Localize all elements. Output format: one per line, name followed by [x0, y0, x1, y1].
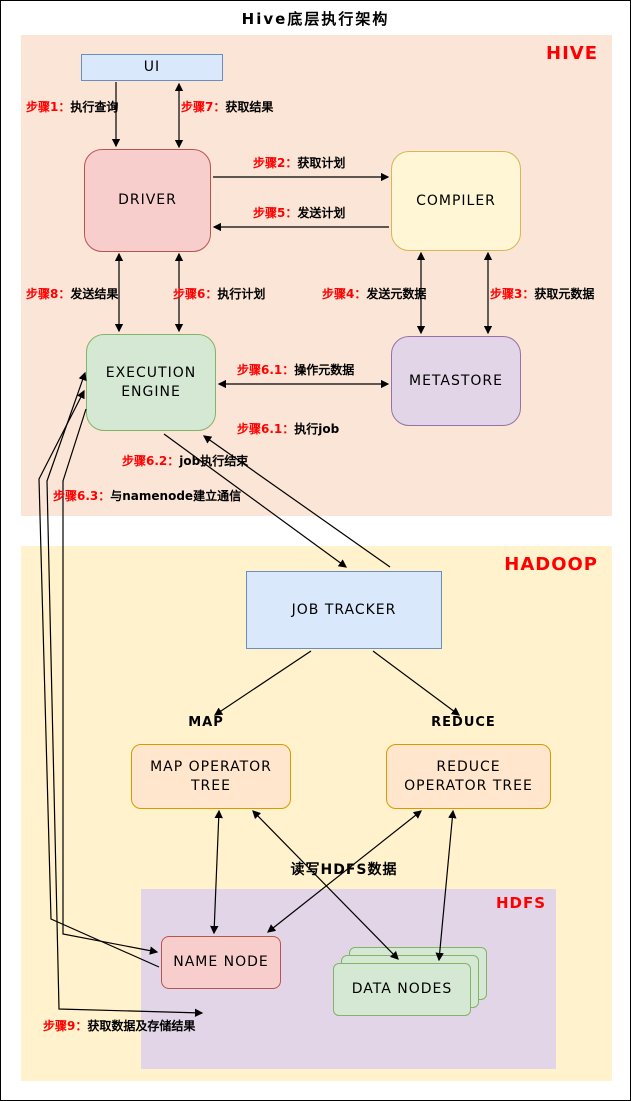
node-data-nodes: DATA NODES	[333, 963, 471, 1016]
label-map: MAP	[188, 715, 224, 730]
step-6-1-metadata-label: 步骤6.1：操作元数据	[237, 361, 354, 378]
node-compiler: COMPILER	[391, 151, 521, 251]
step-4-prefix: 步骤4：	[322, 287, 367, 301]
step-6-3-text: 与namenode建立通信	[110, 489, 242, 503]
region-hive-label: HIVE	[546, 43, 598, 64]
step-6-2-text: job执行结束	[179, 454, 249, 468]
node-metastore-label: METASTORE	[409, 372, 503, 389]
step-6-1-job-label: 步骤6.1：执行job	[237, 420, 339, 437]
step-3-label: 步骤3：获取元数据	[490, 285, 594, 302]
step-5-prefix: 步骤5：	[253, 206, 298, 220]
step-6-label: 步骤6：执行计划	[173, 285, 265, 302]
step-2-label: 步骤2：获取计划	[253, 154, 345, 171]
step-6-1-job-text: 执行job	[294, 422, 340, 436]
node-compiler-label: COMPILER	[416, 192, 496, 209]
step-7-label: 步骤7：获取结果	[181, 98, 273, 115]
node-metastore: METASTORE	[391, 336, 521, 426]
region-hadoop-label: HADOOP	[504, 554, 598, 575]
step-8-text: 发送结果	[70, 287, 119, 301]
step-1-text: 执行查询	[70, 100, 119, 114]
step-9-text: 获取数据及存储结果	[87, 1019, 196, 1033]
step-2-text: 获取计划	[297, 156, 346, 170]
node-ui-label: UI	[143, 59, 161, 76]
node-map-operator-tree-label: MAP OPERATOR TREE	[150, 758, 272, 794]
node-data-nodes-label: DATA NODES	[351, 981, 453, 998]
node-reduce-operator-tree-label: REDUCE OPERATOR TREE	[404, 758, 533, 794]
step-6-2-prefix: 步骤6.2：	[122, 454, 180, 468]
node-driver-label: DRIVER	[118, 192, 177, 209]
step-9-prefix: 步骤9：	[43, 1019, 88, 1033]
step-6-2-label: 步骤6.2：job执行结束	[122, 452, 248, 469]
step-2-prefix: 步骤2：	[253, 156, 298, 170]
step-4-label: 步骤4：发送元数据	[322, 285, 426, 302]
node-job-tracker-label: JOB TRACKER	[291, 601, 397, 618]
step-9-label: 步骤9：获取数据及存储结果	[43, 1017, 195, 1034]
node-reduce-operator-tree: REDUCE OPERATOR TREE	[386, 744, 551, 809]
step-4-text: 发送元数据	[366, 287, 427, 301]
step-8-prefix: 步骤8：	[26, 287, 71, 301]
step-1-prefix: 步骤1：	[26, 100, 71, 114]
step-1-label: 步骤1：执行查询	[26, 98, 118, 115]
region-hdfs-label: HDFS	[495, 894, 546, 912]
step-6-1-metadata-prefix: 步骤6.1：	[237, 363, 295, 377]
step-6-prefix: 步骤6：	[173, 287, 218, 301]
diagram-title: Hive底层执行架构	[241, 10, 390, 28]
node-map-operator-tree: MAP OPERATOR TREE	[131, 744, 291, 809]
step-6-3-prefix: 步骤6.3：	[53, 489, 111, 503]
step-6-1-job-prefix: 步骤6.1：	[237, 422, 295, 436]
step-7-text: 获取结果	[225, 100, 274, 114]
step-7-prefix: 步骤7：	[181, 100, 226, 114]
label-reduce: REDUCE	[431, 715, 496, 730]
node-execution-engine: EXECUTION ENGINE	[86, 334, 216, 431]
step-8-label: 步骤8：发送结果	[26, 285, 118, 302]
node-name-node-label: NAME NODE	[173, 954, 269, 971]
node-ui: UI	[81, 54, 223, 81]
step-5-label: 步骤5：发送计划	[253, 204, 345, 221]
node-driver: DRIVER	[84, 149, 211, 252]
step-6-1-metadata-text: 操作元数据	[294, 363, 355, 377]
node-execution-engine-label: EXECUTION ENGINE	[105, 364, 197, 400]
step-6-text: 执行计划	[217, 287, 266, 301]
label-hdfs-read-write: 读写HDFS数据	[290, 862, 398, 878]
step-6-3-label: 步骤6.3：与namenode建立通信	[53, 487, 241, 504]
node-job-tracker: JOB TRACKER	[246, 571, 442, 649]
node-name-node: NAME NODE	[161, 936, 281, 989]
step-3-text: 获取元数据	[534, 287, 595, 301]
step-5-text: 发送计划	[297, 206, 346, 220]
step-3-prefix: 步骤3：	[490, 287, 535, 301]
